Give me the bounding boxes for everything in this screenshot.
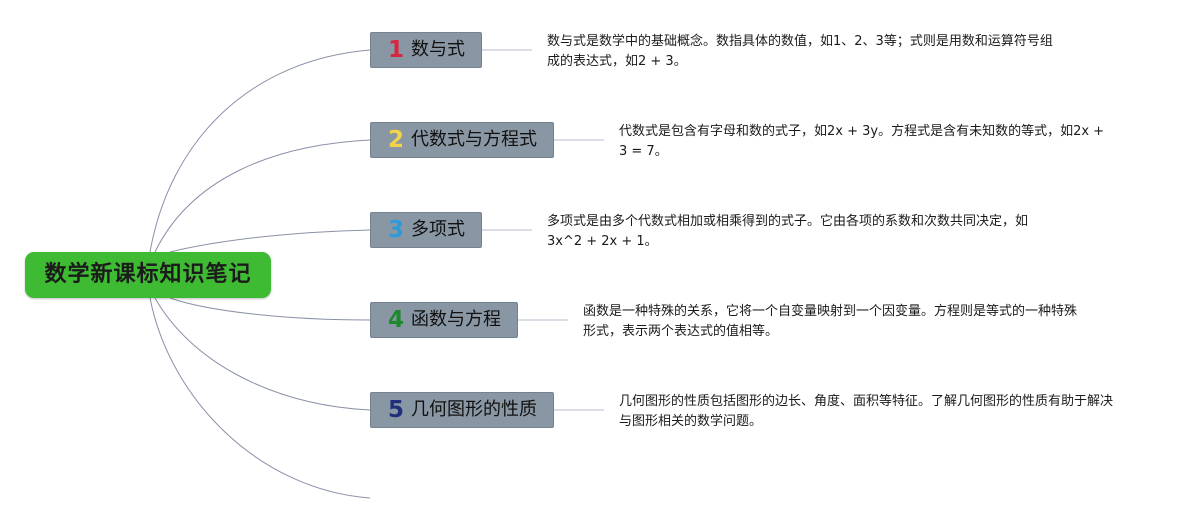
topic-label-5: 几何图形的性质 <box>411 399 538 420</box>
number-badge-4: 4 <box>388 307 405 333</box>
branch-line-6 <box>149 297 371 499</box>
topic-label-3: 多项式 <box>411 219 466 240</box>
topic-node-1[interactable]: 1 数与式 <box>370 32 482 68</box>
topic-label-2: 代数式与方程式 <box>411 129 538 150</box>
branch-line-1 <box>149 49 371 253</box>
mindmap-root-node[interactable]: 数学新课标知识笔记 <box>25 252 271 298</box>
topic-node-3[interactable]: 3 多项式 <box>370 212 482 248</box>
branch-line-3 <box>169 229 371 253</box>
topic-note-3: 多项式是由多个代数式相加或相乘得到的式子。它由各项的系数和次数共同决定，如3x^… <box>547 214 1029 249</box>
topic-node-4[interactable]: 4 函数与方程 <box>370 302 518 338</box>
branch-line-5 <box>154 297 371 411</box>
branch-line-4 <box>169 297 371 321</box>
topic-label-4: 函数与方程 <box>411 309 502 330</box>
number-badge-2: 2 <box>388 127 405 153</box>
topic-note-5: 几何图形的性质包括图形的边长、角度、面积等特征。了解几何图形的性质有助于解决与图… <box>619 394 1114 429</box>
topic-label-1: 数与式 <box>411 39 466 60</box>
number-badge-3: 3 <box>388 217 405 243</box>
number-badge-1: 1 <box>388 37 405 63</box>
number-badge-5: 5 <box>388 397 405 423</box>
topic-note-1: 数与式是数学中的基础概念。数指具体的数值，如1、2、3等；式则是用数和运算符号组… <box>547 34 1053 69</box>
topic-node-5[interactable]: 5 几何图形的性质 <box>370 392 554 428</box>
topic-note-4: 函数是一种特殊的关系，它将一个自变量映射到一个因变量。方程则是等式的一种特殊形式… <box>583 304 1078 339</box>
topic-node-2[interactable]: 2 代数式与方程式 <box>370 122 554 158</box>
topic-note-2: 代数式是包含有字母和数的式子，如2x + 3y。方程式是含有未知数的等式，如2x… <box>619 124 1105 159</box>
branch-line-2 <box>154 139 371 253</box>
